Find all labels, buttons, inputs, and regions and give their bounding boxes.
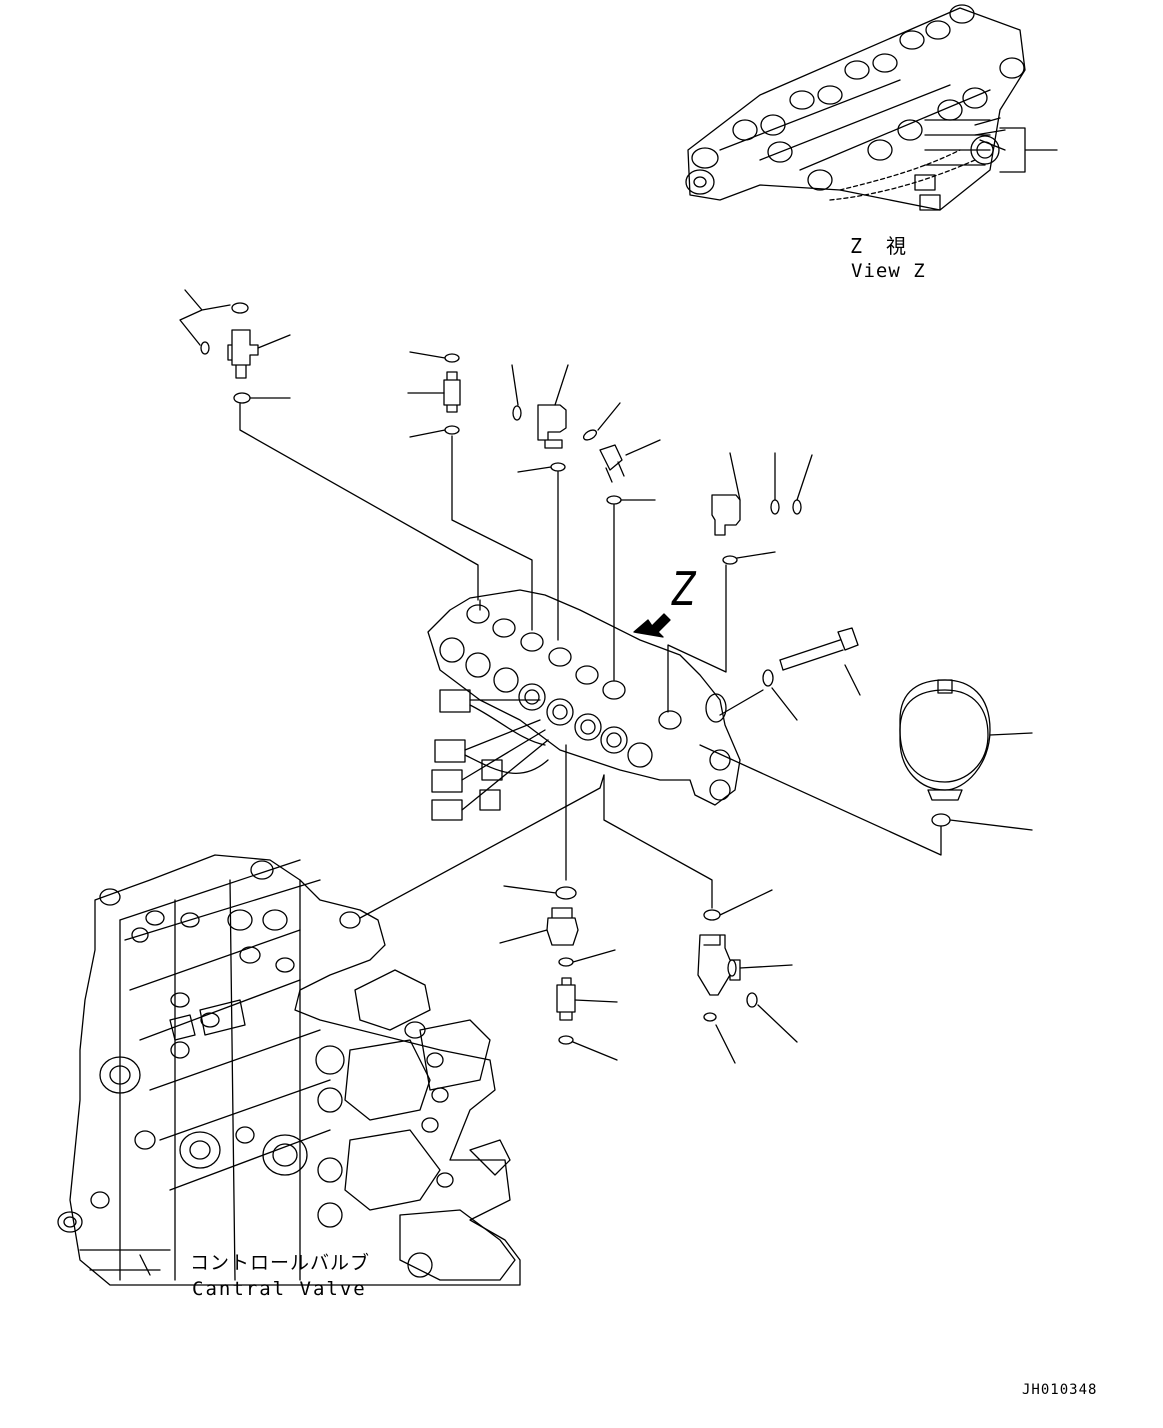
fitting-group-upper-center [512,365,660,680]
fitting-group-upper-center-left [408,352,532,630]
accumulator [700,680,1032,855]
fitting-group-upper-left [180,290,478,600]
control-valve-label-en: Cantral Valve [192,1278,367,1300]
view-direction-arrow [634,614,670,637]
control-valve-label-jp: コントロールバルブ [190,1252,371,1274]
view-z-title: Z 視 [850,234,909,258]
control-valve-assembly [58,855,520,1285]
view-z-valve-assembly [686,5,1057,210]
bolt-and-washer [720,628,860,720]
fitting-group-upper-right [668,453,812,712]
drawing-number: JH010348 [1022,1382,1098,1398]
leader-to-control-valve [360,775,604,918]
view-direction-label: Z [672,562,696,616]
view-z-subtitle: View Z [851,260,926,282]
fitting-group-lower-right [604,775,797,1063]
solenoid-valve-manifold [428,590,740,820]
fitting-group-lower-center [500,745,617,1060]
